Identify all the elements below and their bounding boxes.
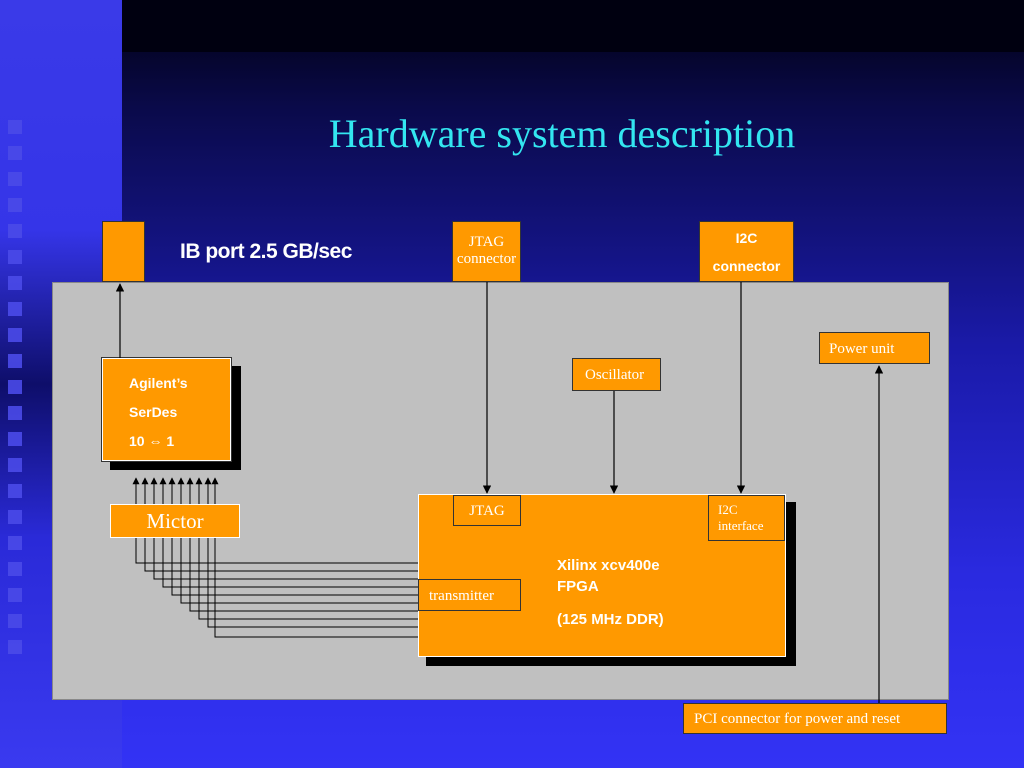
mictor-connector: Mictor — [110, 504, 240, 538]
fpga-jtag-label: JTAG — [469, 503, 505, 519]
ib-port-connector — [102, 221, 145, 282]
fpga-line2: FPGA — [557, 578, 599, 595]
pci-connector-label: PCI connector for power and reset — [694, 711, 901, 727]
decor-squares — [8, 120, 28, 660]
serdes-line2: SerDes — [129, 404, 178, 420]
fpga-text: Xilinx xcv400e FPGA (125 MHz DDR) — [557, 557, 664, 628]
serdes-line1: Agilent’s — [129, 375, 188, 391]
jtag-connector-line1: JTAG — [468, 234, 505, 250]
fpga-transmitter: transmitter — [418, 579, 521, 611]
fpga-i2c-line1: I2C — [718, 502, 738, 517]
bus-arrows-to-serdes — [132, 477, 219, 504]
serdes-line3: 10 ⇔ 1 — [129, 433, 175, 449]
fpga-jtag-port: JTAG — [453, 495, 521, 526]
serdes-chip: Agilent’s SerDes 10 ⇔ 1 — [101, 357, 232, 462]
mictor-label: Mictor — [146, 509, 204, 533]
oscillator-label: Oscillator — [585, 367, 645, 383]
jtag-connector: JTAG connector — [452, 221, 521, 282]
i2c-connector-line1: I2C — [735, 230, 758, 246]
top-decor-band — [122, 0, 1024, 52]
pci-connector: PCI connector for power and reset — [683, 703, 947, 734]
power-unit: Power unit — [819, 332, 930, 364]
fpga-i2c-line2: interface — [718, 518, 764, 533]
transmitter-label: transmitter — [429, 588, 494, 604]
ib-port-label: IB port 2.5 GB/sec — [180, 240, 352, 263]
jtag-connector-line2: connector — [456, 251, 517, 267]
power-unit-label: Power unit — [829, 341, 895, 357]
fpga-i2c-interface: I2C interface — [708, 495, 785, 541]
oscillator: Oscillator — [572, 358, 661, 391]
slide-title: Hardware system description — [328, 111, 796, 156]
i2c-connector-line2: connector — [712, 258, 781, 274]
data-bus-lines — [135, 538, 418, 638]
i2c-connector: I2C connector — [699, 221, 794, 282]
fpga-line3: (125 MHz DDR) — [557, 611, 664, 628]
fpga-line1: Xilinx xcv400e — [557, 557, 660, 574]
